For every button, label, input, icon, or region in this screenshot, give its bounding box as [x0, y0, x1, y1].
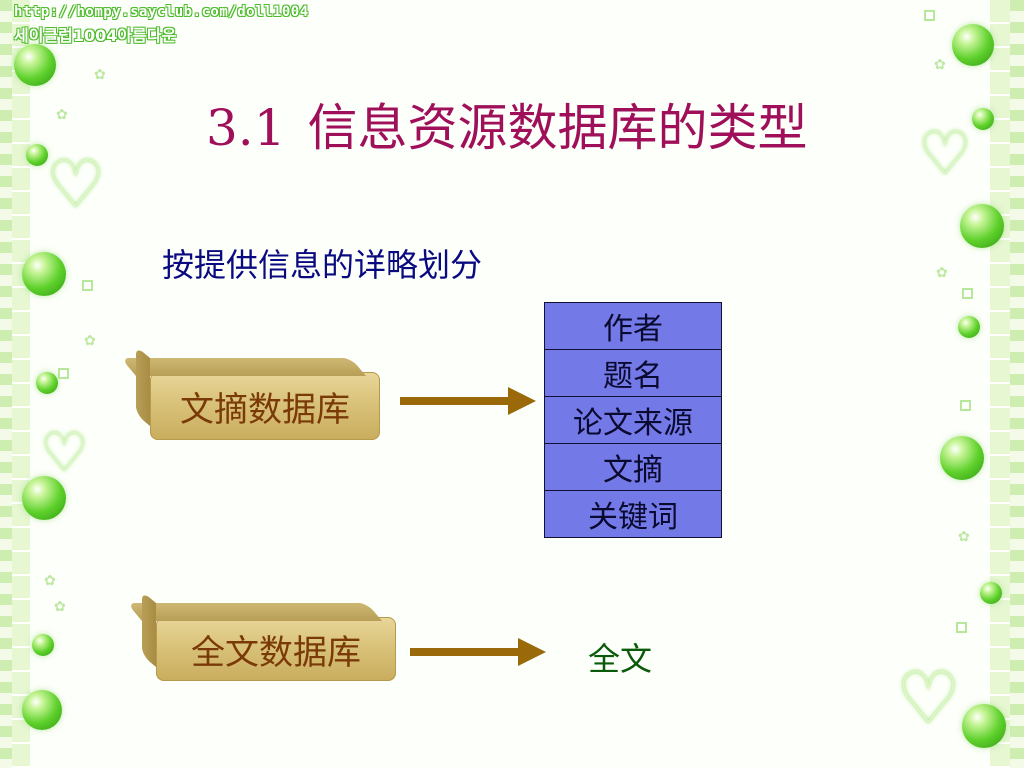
green-bubble-icon [36, 372, 58, 394]
sparkle-icon: ✿ [934, 57, 946, 73]
square-decoration [82, 280, 93, 291]
green-bubble-icon [14, 44, 56, 86]
abstract-database-button[interactable]: 文摘数据库 [120, 346, 380, 440]
green-bubble-icon [952, 24, 994, 66]
slide-subtitle: 按提供信息的详略划分 [162, 246, 483, 284]
square-decoration [962, 288, 973, 299]
left-border-decoration [0, 0, 30, 768]
green-bubble-icon [940, 436, 984, 480]
sparkle-icon: ✿ [84, 333, 96, 349]
fulltext-database-button[interactable]: 全文数据库 [126, 591, 396, 681]
green-bubble-icon [960, 204, 1004, 248]
fulltext-result-label: 全文 [588, 640, 653, 678]
green-bubble-icon [22, 252, 66, 296]
heart-icon: ♡ [918, 119, 972, 189]
green-bubble-icon [962, 704, 1006, 748]
green-bubble-icon [958, 316, 980, 338]
square-decoration [956, 622, 967, 633]
field-title: 题名 [544, 349, 722, 397]
slide-title: 3.1 信息资源数据库的类型 [206, 88, 808, 160]
sparkle-icon: ✿ [936, 265, 948, 281]
abstract-database-label: 文摘数据库 [180, 389, 350, 430]
fulltext-database-label: 全文数据库 [191, 632, 361, 673]
green-bubble-icon [26, 144, 48, 166]
title-text: 信息资源数据库的类型 [307, 99, 808, 157]
field-source: 论文来源 [544, 396, 722, 444]
title-number: 3.1 [206, 99, 286, 157]
sparkle-icon: ✿ [44, 573, 56, 589]
field-author: 作者 [544, 302, 722, 350]
square-decoration [58, 368, 69, 379]
table-row: 作者 [544, 302, 722, 350]
heart-icon: ♡ [896, 656, 961, 740]
right-border-decoration [990, 0, 1024, 768]
sparkle-icon: ✿ [94, 67, 106, 83]
watermark-url: http://hompy.sayclub.com/doll1004 [14, 4, 309, 20]
table-row: 关键词 [544, 490, 722, 538]
field-keywords: 关键词 [544, 490, 722, 538]
sparkle-icon: ✿ [56, 107, 68, 123]
green-bubble-icon [980, 582, 1002, 604]
green-bubble-icon [22, 476, 66, 520]
right-arrow-icon [400, 387, 536, 415]
table-row: 论文来源 [544, 396, 722, 444]
abstract-fields-table: 作者 题名 论文来源 文摘 关键词 [544, 302, 722, 538]
heart-icon: ♡ [40, 421, 89, 484]
green-bubble-icon [22, 690, 62, 730]
square-decoration [960, 400, 971, 411]
right-arrow-icon [410, 638, 546, 666]
green-bubble-icon [32, 634, 54, 656]
table-row: 文摘 [544, 443, 722, 491]
sparkle-icon: ✿ [958, 529, 970, 545]
field-abstract: 文摘 [544, 443, 722, 491]
green-bubble-icon [972, 108, 994, 130]
square-decoration [924, 10, 935, 21]
sparkle-icon: ✿ [54, 599, 66, 615]
heart-icon: ♡ [46, 146, 106, 223]
watermark-subtitle: 세이클럽1004아름다운 [14, 26, 177, 45]
table-row: 题名 [544, 349, 722, 397]
